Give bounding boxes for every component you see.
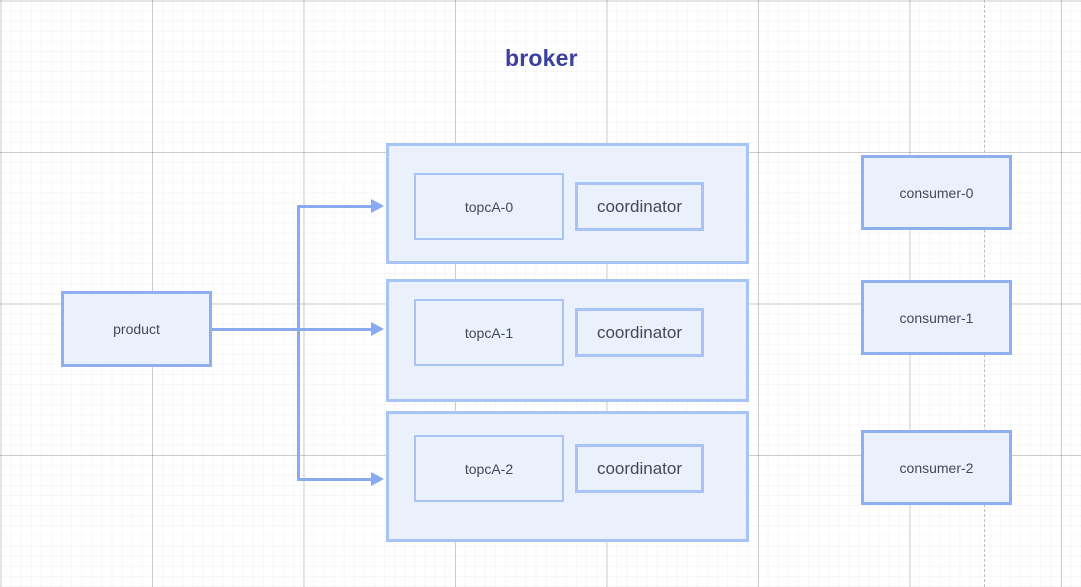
- broker-group-1[interactable]: topcA-1 coordinator: [386, 279, 749, 402]
- node-topic-2[interactable]: topcA-2: [414, 435, 564, 502]
- connector-branch-2: [297, 478, 372, 481]
- node-topic-2-label: topcA-2: [464, 460, 514, 477]
- node-product[interactable]: product: [61, 291, 212, 367]
- node-consumer-1-label: consumer-1: [899, 309, 974, 326]
- broker-group-2[interactable]: topcA-2 coordinator: [386, 411, 749, 542]
- node-consumer-0-label: consumer-0: [899, 184, 974, 201]
- node-consumer-2-label: consumer-2: [899, 459, 974, 476]
- connector-branch-0: [297, 205, 372, 208]
- connector-product-trunk: [212, 328, 300, 331]
- node-topic-1-label: topcA-1: [464, 324, 514, 341]
- node-coordinator-2-label: coordinator: [596, 458, 683, 478]
- node-product-label: product: [113, 321, 160, 337]
- connector-branch-1: [297, 328, 372, 331]
- node-topic-1[interactable]: topcA-1: [414, 299, 564, 366]
- node-consumer-0[interactable]: consumer-0: [861, 155, 1012, 230]
- arrowhead-branch-1-icon: [371, 322, 384, 336]
- broker-group-0[interactable]: topcA-0 coordinator: [386, 143, 749, 264]
- node-topic-0[interactable]: topcA-0: [414, 173, 564, 240]
- node-coordinator-1-label: coordinator: [596, 322, 683, 342]
- arrowhead-branch-2-icon: [371, 472, 384, 486]
- node-consumer-1[interactable]: consumer-1: [861, 280, 1012, 355]
- connector-trunk-vertical: [297, 205, 300, 481]
- node-coordinator-0[interactable]: coordinator: [575, 182, 704, 231]
- node-coordinator-0-label: coordinator: [596, 196, 683, 216]
- node-coordinator-2[interactable]: coordinator: [575, 444, 704, 493]
- node-coordinator-1[interactable]: coordinator: [575, 308, 704, 357]
- node-consumer-2[interactable]: consumer-2: [861, 430, 1012, 505]
- node-topic-0-label: topcA-0: [464, 198, 514, 215]
- arrowhead-branch-0-icon: [371, 199, 384, 213]
- page-title: broker: [505, 45, 578, 71]
